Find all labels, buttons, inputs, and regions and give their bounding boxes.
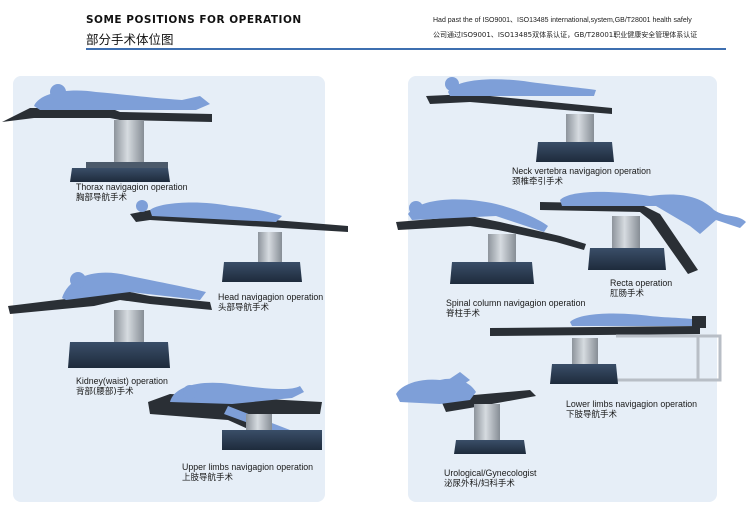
caption-recta: Recta operation 肛肠手术 <box>610 278 672 300</box>
caption-cn: 肛肠手术 <box>610 289 645 299</box>
caption-lower-limbs: Lower limbs navigagion operation 下肢导航手术 <box>566 399 697 421</box>
caption-cn: 脊柱手术 <box>446 309 481 319</box>
caption-cn: 上肢导航手术 <box>182 473 234 483</box>
caption-en: Head navigagion operation <box>218 292 324 302</box>
caption-en: Urological/Gynecologist <box>444 468 537 478</box>
caption-head: Head navigagion operation 头部导航手术 <box>218 292 323 314</box>
caption-cn: 颈椎牵引手术 <box>512 177 564 187</box>
caption-kidney: Kidney(waist) operation 背部(腰部)手术 <box>76 376 168 398</box>
page-subtitle: 部分手术体位图 <box>86 32 174 47</box>
caption-upper-limbs: Upper limbs navigagion operation 上肢导航手术 <box>182 462 313 484</box>
caption-cn: 背部(腰部)手术 <box>76 387 134 397</box>
spinal-column-position-illustration <box>396 199 586 284</box>
head-position-illustration <box>130 200 348 282</box>
caption-cn: 头部导航手术 <box>218 303 270 313</box>
caption-en: Lower limbs navigagion operation <box>566 399 698 409</box>
caption-thorax: Thorax navigagion operation 胸部导航手术 <box>76 182 188 204</box>
page-header: SOME POSITIONS FOR OPERATION 部分手术体位图 Had… <box>0 0 750 52</box>
page-title: SOME POSITIONS FOR OPERATION <box>86 14 302 26</box>
caption-en: Recta operation <box>610 278 673 288</box>
upper-limbs-position-illustration <box>148 382 322 450</box>
caption-en: Neck vertebra navigagion operation <box>512 166 651 176</box>
caption-en: Kidney(waist) operation <box>76 376 168 386</box>
certification-text-en: Had past the of ISO9001、ISO13485 interna… <box>433 17 692 24</box>
neck-vertebra-position-illustration <box>426 77 614 162</box>
thorax-position-illustration <box>2 84 212 182</box>
caption-cn: 下肢导航手术 <box>566 410 618 420</box>
lower-limbs-position-illustration <box>490 313 722 384</box>
caption-en: Upper limbs navigagion operation <box>182 462 314 472</box>
caption-en: Spinal column navigagion operation <box>446 298 586 308</box>
caption-urological: Urological/Gynecologist 泌尿外科/妇科手术 <box>444 468 536 490</box>
urological-position-illustration <box>396 372 536 454</box>
kidney-position-illustration <box>8 272 212 368</box>
caption-neck-vertebra: Neck vertebra navigagion operation 颈椎牵引手… <box>512 166 651 188</box>
caption-en: Thorax navigagion operation <box>76 182 188 192</box>
recta-position-illustration <box>540 191 746 274</box>
caption-cn: 胸部导航手术 <box>76 193 128 203</box>
header-divider <box>86 48 726 50</box>
certification-text-cn: 公司通过ISO9001、ISO13485双体系认证，GB/T28001职业健康安… <box>433 31 698 39</box>
caption-spinal-column: Spinal column navigagion operation 脊柱手术 <box>446 298 585 320</box>
caption-cn: 泌尿外科/妇科手术 <box>444 479 515 489</box>
